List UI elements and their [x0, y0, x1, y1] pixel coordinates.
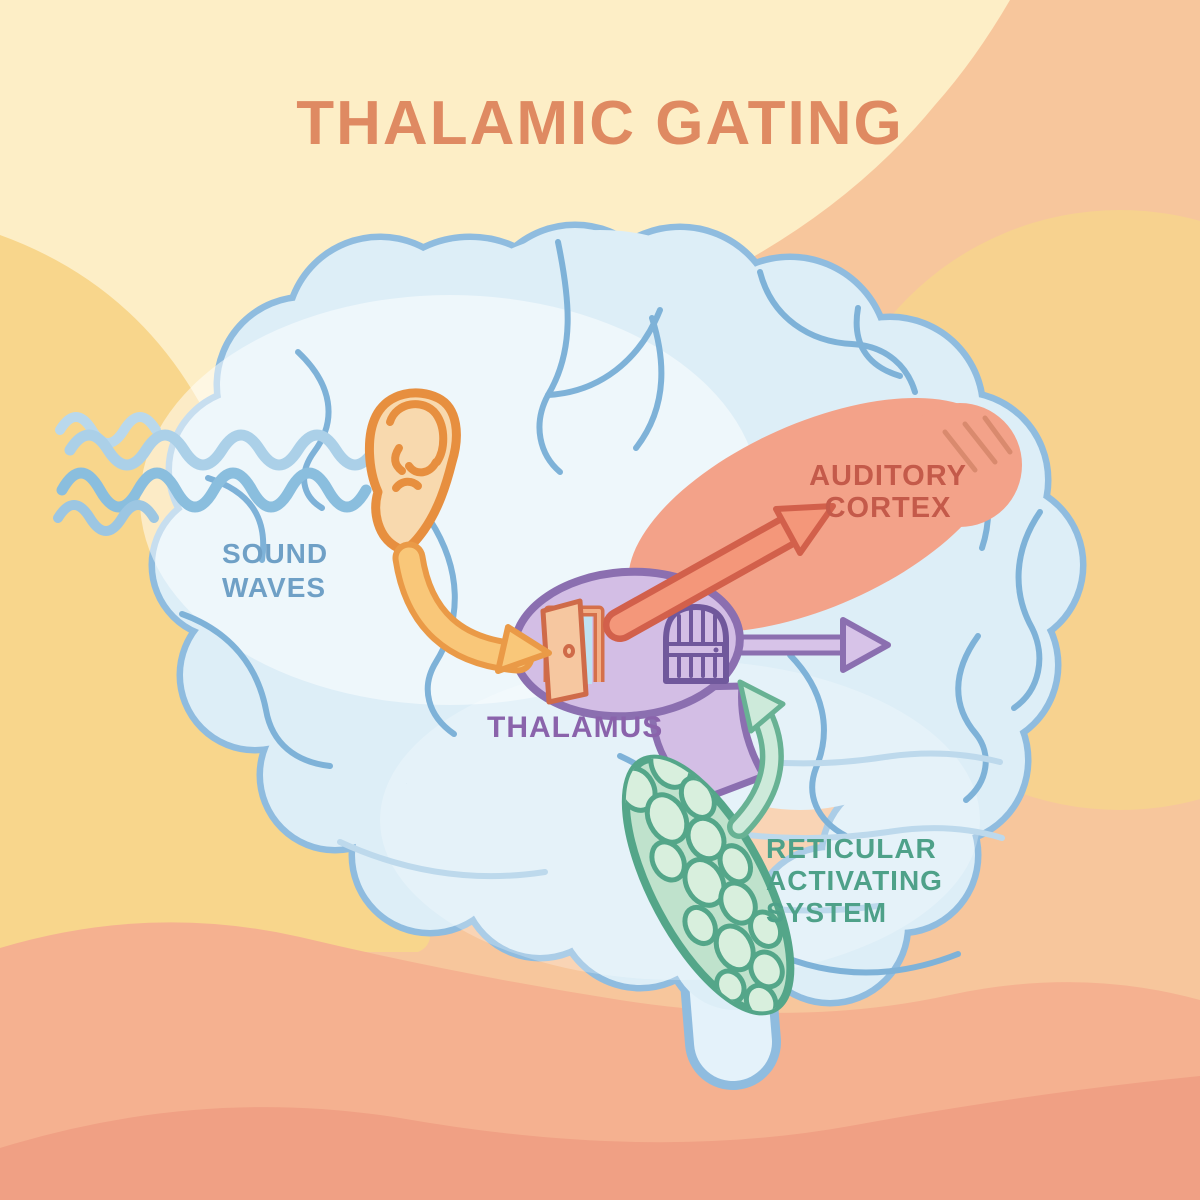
reticular-activating-system-label: RETICULAR ACTIVATING SYSTEM — [766, 833, 943, 928]
ras-arousal-arrow-icon — [727, 679, 786, 839]
auditory-cortex-label: AUDITORY CORTEX — [809, 460, 967, 524]
sound-waves-label: SOUND WAVES — [222, 538, 329, 603]
brain-illustration — [140, 221, 1087, 1090]
thalamus-label: THALAMUS — [487, 711, 664, 744]
gated-output-arrow-icon — [727, 617, 891, 673]
page-title: THALAMIC GATING — [296, 89, 904, 158]
thalamocortical-arrow-icon — [603, 503, 836, 642]
open-gate-door-icon — [540, 598, 605, 705]
sound-waves-icon — [53, 412, 380, 536]
input-arrow-icon — [392, 541, 552, 674]
ear-icon — [364, 388, 461, 554]
reticular-activating-system-region — [616, 738, 795, 1021]
closed-gate-door-icon — [663, 604, 729, 684]
